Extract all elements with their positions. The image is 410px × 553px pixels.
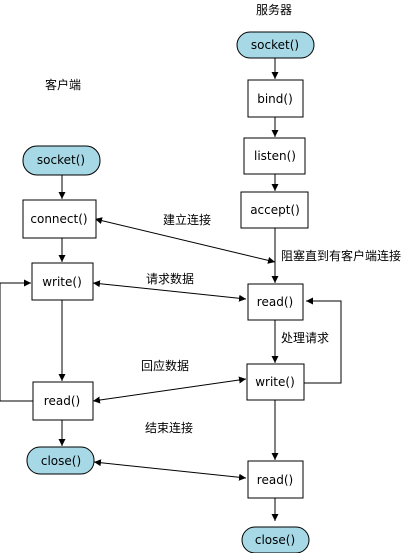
client-close-label: close() (41, 454, 81, 468)
client-connect-node: connect() (22, 199, 97, 239)
request-link-arrow (92, 280, 247, 302)
client-connect-label: connect() (30, 212, 87, 226)
edge-label-blocked: 阻塞直到有客户端连接 (281, 248, 401, 263)
server-close-terminal (241, 526, 310, 553)
server-write-node: write() (246, 363, 305, 401)
server-socket-node: socket() (236, 31, 315, 59)
server-close-label: close() (255, 533, 295, 547)
client-read-node: read() (32, 381, 94, 421)
server-listen-label: listen() (254, 149, 296, 163)
server-socket-label: socket() (251, 38, 299, 52)
client-write-node: write() (31, 262, 94, 301)
client-read-loop-arrow (0, 279, 33, 402)
client-header: 客户端 (45, 77, 81, 92)
server-read-final-label: read() (257, 473, 293, 487)
edge-label-finish: 结束连接 (145, 420, 193, 435)
server-read-final-node: read() (247, 460, 304, 499)
client-close-node: close() (26, 446, 95, 475)
server-accept-label: accept() (250, 203, 300, 217)
edge-label-connect: 建立连接 (163, 212, 211, 227)
server-close-node: close() (241, 526, 310, 553)
close-link-arrow (93, 459, 247, 481)
connect-link-arrow (94, 217, 276, 264)
response-link-arrow (92, 376, 247, 404)
client-socket-label: socket() (37, 153, 85, 167)
server-read-node: read() (247, 283, 304, 321)
server-socket-terminal (236, 31, 315, 59)
client-socket-terminal (22, 145, 101, 176)
server-write-label: write() (255, 375, 295, 389)
edge-label-request: 请求数据 (146, 271, 194, 286)
server-bind-label: bind() (257, 92, 293, 106)
client-close-terminal (26, 446, 95, 475)
edge-label-response: 回应数据 (141, 358, 189, 373)
server-bind-node: bind() (247, 79, 304, 118)
server-accept-node: accept() (240, 191, 309, 229)
server-write-loop-arrow (304, 297, 342, 384)
server-read-label: read() (257, 295, 293, 309)
client-write-label: write() (42, 275, 82, 289)
edge-label-process: 处理请求 (281, 331, 329, 345)
server-listen-node: listen() (243, 137, 306, 175)
client-read-label: read() (44, 394, 80, 408)
server-header: 服务器 (256, 2, 292, 17)
client-socket-node: socket() (22, 145, 101, 176)
